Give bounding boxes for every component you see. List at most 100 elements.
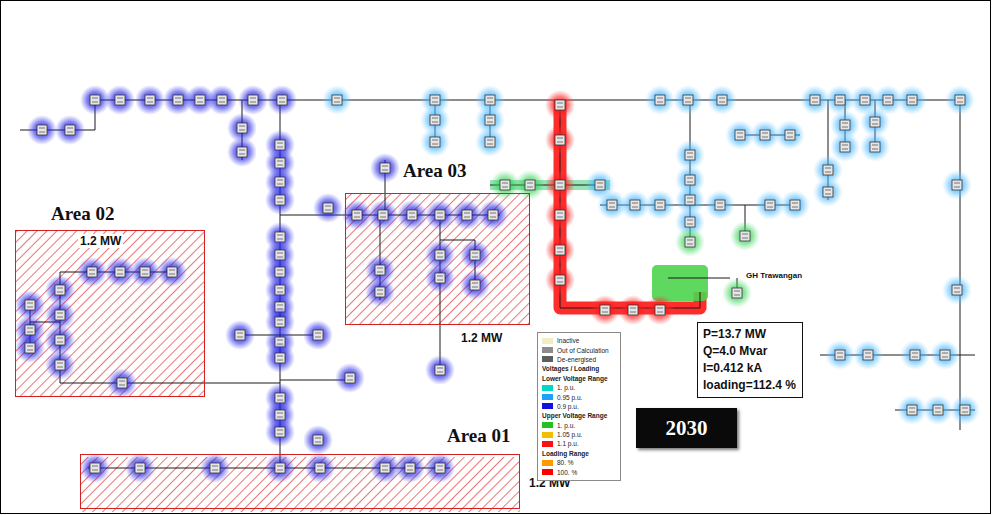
bus-symbol xyxy=(485,137,495,147)
bus-symbol xyxy=(323,203,333,213)
bus-symbol xyxy=(685,195,695,205)
bus-symbol xyxy=(210,463,220,473)
bus-symbol xyxy=(405,463,415,473)
voltage-glow xyxy=(265,343,295,373)
bus-mark xyxy=(597,183,603,187)
voltage-glow xyxy=(945,85,975,115)
bus-symbol xyxy=(345,373,355,383)
bus-mark xyxy=(277,198,283,202)
bus-symbol xyxy=(655,95,665,105)
bus-symbol xyxy=(630,200,640,210)
bus-mark xyxy=(277,270,283,274)
bus-mark xyxy=(657,98,663,102)
bus-symbol xyxy=(840,120,850,130)
bus-mark xyxy=(119,381,125,385)
bus-mark xyxy=(487,118,493,122)
voltage-glow xyxy=(545,200,575,230)
bus-symbol xyxy=(685,237,695,247)
legend-text: 0.95 p.u. xyxy=(557,394,582,401)
bus-mark xyxy=(117,98,123,102)
result-value: loading=112.4 % xyxy=(703,377,796,394)
bus-mark xyxy=(957,98,963,102)
bus-symbol xyxy=(140,267,150,277)
legend-row: 100. % xyxy=(542,467,616,476)
voltage-glow xyxy=(227,137,257,167)
bus-mark xyxy=(239,150,245,154)
bus-symbol xyxy=(555,245,565,255)
bus-mark xyxy=(792,203,798,207)
voltage-glow xyxy=(200,453,230,483)
bus-mark xyxy=(437,368,443,372)
bus-symbol xyxy=(332,95,342,105)
bus-symbol xyxy=(352,210,362,220)
voltage-glow xyxy=(515,170,545,200)
bus-mark xyxy=(954,288,960,292)
voltage-glow xyxy=(225,320,255,350)
bus-mark xyxy=(734,291,740,295)
bus-symbol xyxy=(870,142,880,152)
bus-mark xyxy=(657,308,663,312)
bus-symbol xyxy=(117,378,127,388)
bus-mark xyxy=(762,133,768,137)
bus-symbol xyxy=(485,115,495,125)
voltage-glow xyxy=(707,85,737,115)
voltage-glow xyxy=(135,85,165,115)
voltage-glow xyxy=(322,85,352,115)
result-value: I=0.412 kA xyxy=(703,360,796,377)
bus-symbol xyxy=(90,463,100,473)
bus-mark xyxy=(354,213,360,217)
bus-symbol xyxy=(785,130,795,140)
bus-mark xyxy=(219,98,225,102)
bus-symbol xyxy=(655,200,665,210)
voltage-glow xyxy=(157,257,187,287)
bus-mark xyxy=(277,356,283,360)
legend-text: Inactive xyxy=(557,337,579,344)
voltage-glow xyxy=(825,340,855,370)
bus-mark xyxy=(825,190,831,194)
year-label: 2030 xyxy=(666,416,708,441)
bus-symbol xyxy=(275,427,285,437)
bus-mark xyxy=(347,376,353,380)
bus-mark xyxy=(377,268,383,272)
bus-symbol xyxy=(462,210,472,220)
legend-swatch xyxy=(542,432,553,438)
bus-mark xyxy=(687,220,693,224)
voltage-glow xyxy=(370,153,400,183)
bus-symbol xyxy=(380,163,390,173)
bus-mark xyxy=(825,168,831,172)
bus-symbol xyxy=(907,405,917,415)
bus-mark xyxy=(27,303,33,307)
bus-mark xyxy=(557,213,563,217)
bus-mark xyxy=(742,234,748,238)
bus-mark xyxy=(57,363,63,367)
legend-heading: Loading Range xyxy=(542,449,616,458)
bus-symbol xyxy=(500,180,510,190)
bus-symbol xyxy=(195,95,205,105)
bus-symbol xyxy=(90,95,100,105)
bus-symbol xyxy=(237,123,247,133)
voltage-glow xyxy=(860,132,890,162)
hatched-area: Area 011.2 MW xyxy=(80,454,520,509)
bus-mark xyxy=(407,466,413,470)
bus-mark xyxy=(382,466,388,470)
bus-symbol xyxy=(933,405,943,415)
area-name: Area 02 xyxy=(51,203,115,225)
bus-mark xyxy=(277,430,283,434)
voltage-glow xyxy=(923,395,953,425)
bus-mark xyxy=(687,240,693,244)
voltage-glow xyxy=(645,295,675,325)
bus-mark xyxy=(142,270,148,274)
bus-symbol xyxy=(430,115,440,125)
bus-symbol xyxy=(488,210,498,220)
bus-mark xyxy=(27,328,33,332)
bus-mark xyxy=(197,98,203,102)
voltage-glow xyxy=(45,350,75,380)
bus-symbol xyxy=(435,463,445,473)
legend-text: Out of Calculation xyxy=(557,347,609,354)
voltage-glow xyxy=(27,115,57,145)
bus-mark xyxy=(437,466,443,470)
bus-symbol xyxy=(555,180,565,190)
bus-mark xyxy=(409,213,415,217)
bus-mark xyxy=(630,308,636,312)
